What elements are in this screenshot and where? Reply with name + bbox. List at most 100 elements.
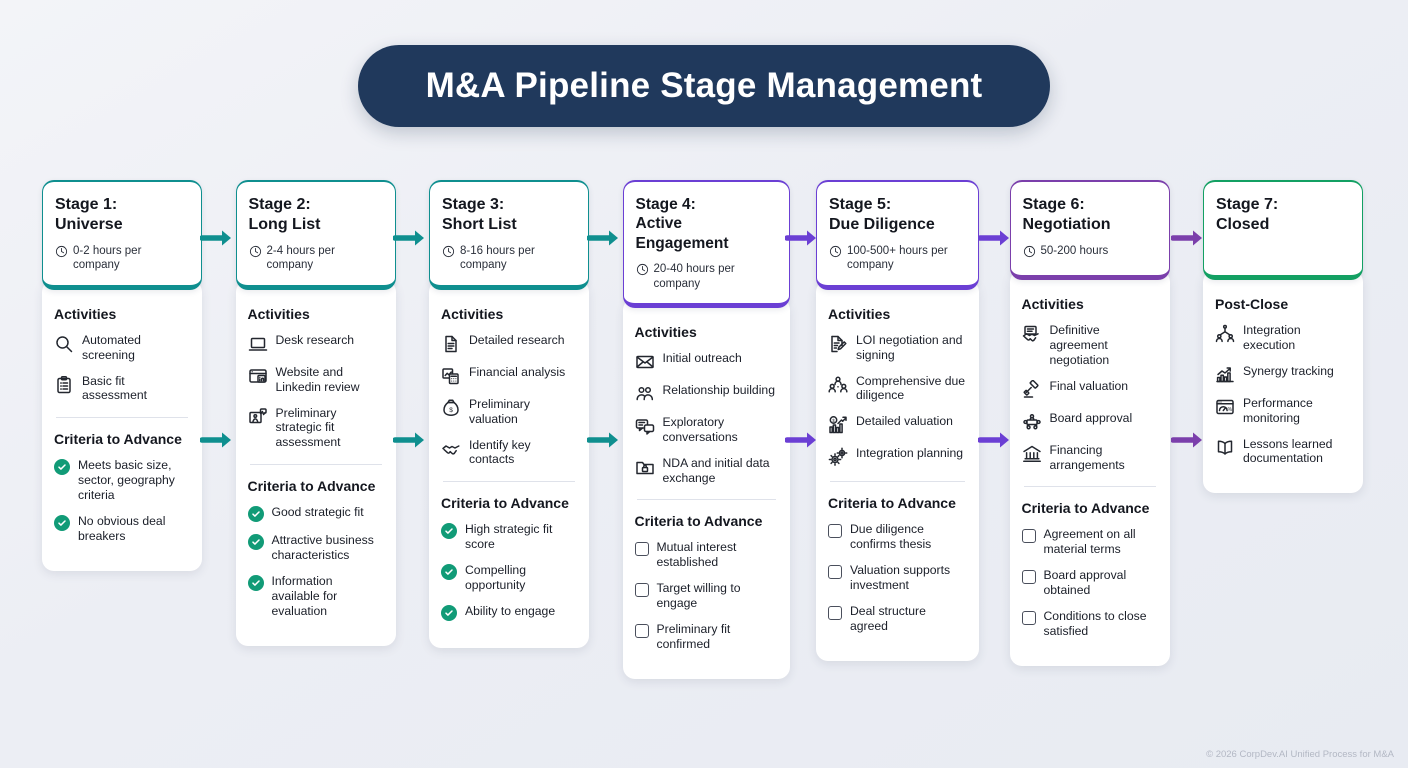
check-circle-icon[interactable]	[247, 534, 264, 551]
activity-label: Detailed valuation	[856, 414, 953, 429]
activities-heading: Activities	[828, 305, 891, 322]
activity-label: Detailed research	[469, 332, 565, 347]
activity-item[interactable]: Automated screening	[54, 333, 190, 363]
stage-header-7[interactable]: Stage 7: Closed	[1203, 180, 1363, 280]
activity-label: Preliminary strategic fit assessment	[275, 405, 341, 450]
activity-item[interactable]: Detailed research	[441, 333, 577, 354]
activity-item[interactable]: Basic fit assessment	[54, 374, 190, 404]
checkbox-icon[interactable]	[828, 605, 842, 620]
stage-duration: 20-40 hours per company	[636, 262, 777, 291]
arrow-right-icon	[199, 227, 234, 254]
stage-duration: 50-200 hours	[1023, 244, 1157, 263]
criteria-item[interactable]: Ability to engage	[441, 604, 577, 621]
checkbox-icon[interactable]	[634, 542, 649, 557]
criteria-item[interactable]: Valuation supports investment	[828, 563, 967, 593]
check-circle-icon[interactable]	[441, 604, 457, 621]
criteria-item[interactable]: Agreement on all material terms	[1021, 527, 1158, 557]
criteria-item[interactable]: Due diligence confirms thesis	[828, 522, 967, 552]
criteria-item[interactable]: Attractive business characteristics	[247, 533, 384, 563]
document-icon	[441, 334, 461, 354]
check-circle-icon[interactable]	[54, 514, 70, 531]
activity-item[interactable]: Initial outreach	[635, 351, 778, 372]
criteria-label: Information available for evaluation	[271, 573, 338, 618]
activity-item[interactable]: Final valuation	[1022, 379, 1158, 400]
activity-label: Exploratory conversations	[662, 414, 738, 444]
gears-icon	[828, 447, 848, 467]
criteria-item[interactable]: Target willing to engage	[634, 581, 778, 611]
clock-icon	[249, 245, 262, 263]
criteria-item[interactable]: Mutual interest established	[634, 540, 778, 570]
activity-item[interactable]: NDA and initial data exchange	[635, 456, 778, 486]
handshake-icon	[441, 439, 461, 459]
activity-item[interactable]: Comprehensive due diligence	[828, 374, 967, 404]
stage-duration: 8-16 hours per company	[442, 244, 576, 273]
arrow-right-icon	[199, 429, 234, 456]
activity-item[interactable]: Financing arrangements	[1022, 443, 1158, 473]
checkbox-icon[interactable]	[634, 583, 649, 598]
activity-item[interactable]: Exploratory conversations	[635, 415, 778, 445]
check-circle-icon[interactable]	[441, 564, 457, 580]
checkbox-icon[interactable]	[828, 524, 842, 539]
activity-item[interactable]: Relationship building	[635, 383, 778, 404]
check-circle-icon[interactable]	[247, 574, 264, 591]
activity-item[interactable]: Integration planning	[828, 446, 967, 467]
clipboard-icon	[54, 375, 74, 395]
activity-item[interactable]: Identify key contacts	[441, 438, 577, 468]
activity-item[interactable]: $Preliminary valuation	[441, 397, 577, 427]
checkbox-icon[interactable]	[1021, 529, 1036, 544]
criteria-item[interactable]: Preliminary fit confirmed	[634, 622, 778, 652]
activity-item[interactable]: Board approval	[1022, 411, 1158, 432]
activity-label: Website and Linkedin review	[275, 364, 360, 394]
activity-item[interactable]: $Detailed valuation	[828, 414, 967, 435]
activity-item[interactable]: Synergy tracking	[1215, 364, 1351, 385]
criteria-label: Attractive business characteristics	[271, 533, 374, 562]
activity-item[interactable]: Financial analysis	[441, 365, 577, 386]
check-circle-icon[interactable]	[441, 523, 457, 540]
criteria-item[interactable]: Board approval obtained	[1021, 568, 1158, 598]
activity-item[interactable]: LOI negotiation and signing	[828, 333, 967, 363]
criteria-item[interactable]: Compelling opportunity	[441, 563, 577, 593]
network-people-icon	[1215, 324, 1235, 344]
criteria-heading: Criteria to Advance	[247, 478, 376, 495]
criteria-item[interactable]: Information available for evaluation	[247, 573, 384, 619]
check-circle-icon[interactable]	[247, 506, 264, 523]
checkbox-icon[interactable]	[634, 623, 649, 638]
criteria-item[interactable]: Good strategic fit	[247, 505, 384, 523]
activity-item[interactable]: Integration execution	[1215, 323, 1351, 353]
agreement-handshake-icon	[1022, 324, 1042, 344]
activity-item[interactable]: Definitive agreement negotiation	[1022, 323, 1158, 368]
checkbox-icon[interactable]	[1021, 610, 1036, 625]
activity-label: Comprehensive due diligence	[856, 373, 966, 403]
criteria-label: High strategic fit score	[465, 522, 553, 552]
activity-item[interactable]: Desk research	[248, 333, 384, 354]
criteria-item[interactable]: High strategic fit score	[441, 522, 577, 552]
checkbox-icon[interactable]	[1021, 570, 1036, 585]
criteria-item[interactable]: No obvious deal breakers	[54, 514, 190, 544]
criteria-item[interactable]: Meets basic size, sector, geography crit…	[54, 458, 190, 503]
check-circle-icon[interactable]	[54, 459, 70, 476]
activities-heading: Activities	[1021, 296, 1084, 312]
checkbox-icon[interactable]	[828, 565, 842, 579]
criteria-item[interactable]: Conditions to close satisfied	[1021, 609, 1158, 639]
criteria-item[interactable]: Deal structure agreed	[828, 604, 967, 634]
activity-item[interactable]: Preliminary strategic fit assessment	[248, 406, 384, 451]
laptop-icon	[248, 334, 268, 354]
activity-item[interactable]: %Performance monitoring	[1215, 396, 1351, 426]
activity-item[interactable]: Website and Linkedin review	[248, 365, 384, 395]
stage-duration-text: 8-16 hours per company	[460, 245, 535, 272]
activity-item[interactable]: Lessons learned documentation	[1215, 437, 1351, 467]
